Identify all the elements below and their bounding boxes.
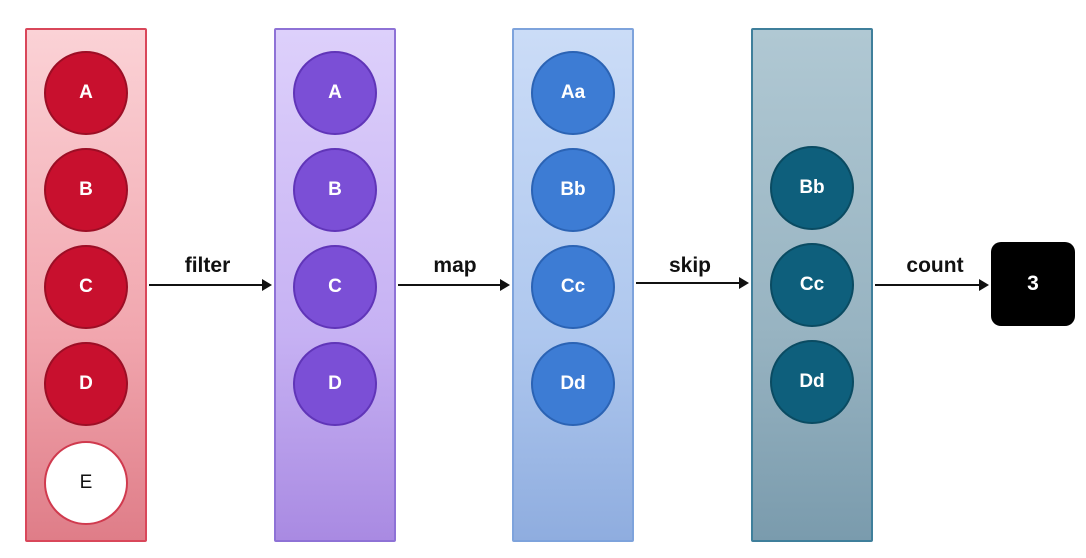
label-filter: filter (184, 254, 231, 277)
node-skip-dd: Dd (770, 340, 854, 424)
node-source-b: B (44, 148, 128, 232)
stage-map: Aa Bb Cc Dd (512, 28, 634, 542)
node-source-e: E (44, 441, 128, 525)
label-skip: skip (668, 254, 712, 277)
node-filter-b: B (293, 148, 377, 232)
label-map: map (433, 254, 477, 277)
arrow-map (398, 279, 510, 291)
stage-filter: A B C D (274, 28, 396, 542)
arrow-filter (149, 279, 272, 291)
arrow-skip (636, 277, 749, 289)
label-count: count (906, 254, 964, 277)
stage-skip: Bb Cc Dd (751, 28, 873, 542)
arrow-count (875, 279, 989, 291)
result-box: 3 (991, 242, 1075, 326)
node-map-dd: Dd (531, 342, 615, 426)
node-map-cc: Cc (531, 245, 615, 329)
node-source-d: D (44, 342, 128, 426)
node-source-c: C (44, 245, 128, 329)
node-filter-a: A (293, 51, 377, 135)
node-map-bb: Bb (531, 148, 615, 232)
stage-source: A B C D E (25, 28, 147, 542)
node-filter-c: C (293, 245, 377, 329)
node-skip-cc: Cc (770, 243, 854, 327)
node-source-a: A (44, 51, 128, 135)
node-skip-bb: Bb (770, 146, 854, 230)
node-map-aa: Aa (531, 51, 615, 135)
node-filter-d: D (293, 342, 377, 426)
